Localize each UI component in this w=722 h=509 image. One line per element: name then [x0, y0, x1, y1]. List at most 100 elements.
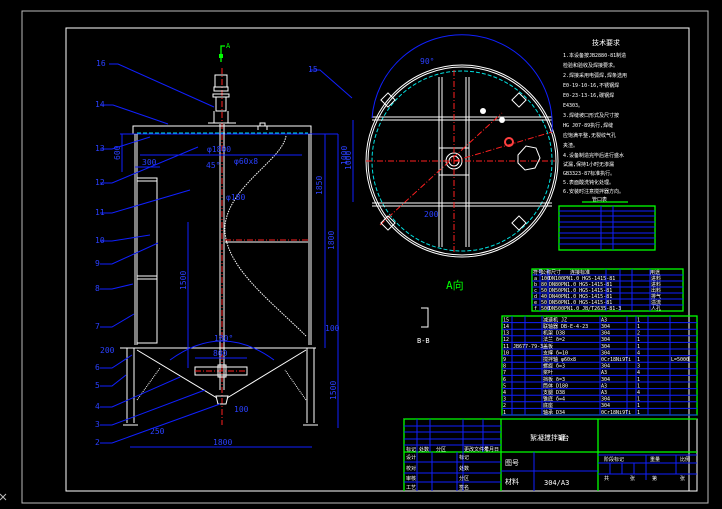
parts-cell: 0Cr18Ni9Ti: [601, 357, 631, 363]
nozzle-cell: DN100PN1.0 HG5-1415-81: [549, 276, 615, 282]
parts-cell: 304: [601, 397, 610, 403]
parts-cell: 8: [503, 364, 506, 370]
parts-cell: 304: [601, 344, 610, 350]
col-header: 标记: [406, 446, 416, 453]
role-label: 设计: [406, 454, 416, 461]
title-block: 絮凝搅拌罐 1台 图号 材料 304/A3 标记 处数 分区 更改文件号 年月日…: [403, 418, 698, 492]
leader-label: 12: [95, 178, 105, 187]
nozzle-cell: e: [534, 300, 537, 306]
support-legs: [126, 348, 315, 423]
parts-cell: L=5000: [671, 357, 689, 363]
parts-cell: 盖板: [543, 343, 553, 350]
role-label: 标记: [459, 454, 469, 461]
tank-plan-view-a: 1000 200 90° A向: [344, 34, 559, 292]
nozzle-table-border: [531, 268, 684, 312]
dim-1800-v: 1800: [327, 231, 336, 250]
leader-label: 13: [95, 144, 105, 153]
nozzle-table-title: 管口表: [592, 196, 607, 203]
parts-cell: 13: [503, 331, 509, 337]
parts-cell: 支腿 D38: [543, 389, 565, 396]
parts-cell: 304: [601, 350, 610, 356]
nozzle-summary-table: 管口表: [558, 196, 656, 251]
parts-cell: 螺旋 δ=3: [543, 363, 565, 370]
helical-ribbon: [224, 135, 307, 337]
parts-cell: 1: [637, 377, 640, 383]
leader-label: 3: [95, 420, 100, 429]
parts-cell: 6: [503, 377, 506, 383]
dim-1850: 1850: [315, 176, 324, 195]
dim-plan-90: 90°: [420, 57, 434, 66]
nozzle-header: 公称尺寸: [541, 269, 561, 276]
note-line: E0-19-10-16,不锈钢焊: [563, 82, 619, 89]
scale-header: 比例: [680, 456, 690, 463]
dim-250: 250: [150, 427, 165, 436]
dim-180deg: 180°: [214, 334, 233, 343]
nozzle-cell: 40: [541, 294, 547, 300]
parts-cell: 304: [601, 403, 610, 409]
nozzle-cell: b: [534, 282, 537, 288]
note-line: 2.焊接采用电弧焊,焊条选用: [563, 72, 627, 79]
parts-cell: JB677-79-3: [513, 344, 543, 350]
note-line: 4.设备制造完毕后进行盛水: [563, 152, 624, 159]
note-line: GB3323-87标准执行。: [563, 170, 615, 177]
dim-diameter: φ1800: [207, 145, 231, 154]
parts-cell: 11: [503, 344, 509, 350]
sheet-label: 张: [680, 475, 685, 482]
parts-cell: 1: [637, 344, 640, 350]
parts-cell: 304: [601, 331, 610, 337]
nozzle-cell: DN40PN1.0 HG5-1415-81: [549, 294, 612, 300]
sheet-label: 张: [630, 475, 635, 482]
parts-cell: 法兰 δ=2: [543, 336, 565, 343]
parts-cell: 304: [601, 324, 610, 330]
note-line: 试漏,保持1小时无渗漏: [563, 161, 614, 168]
note-line: E4303。: [563, 103, 583, 109]
sheet-label: 第: [652, 475, 657, 482]
note-line: 5.表面酸洗钝化处理。: [563, 179, 614, 186]
dim-100-bottom: 100: [234, 405, 249, 414]
parts-cell: 底座: [543, 402, 553, 409]
part-leaders: 16 15 14 13 12 11 10 9 8 7 6 5 4 3 2 1: [95, 59, 353, 447]
leader-label: 9: [95, 259, 100, 268]
nozzle-cell: 进料: [651, 281, 661, 288]
nozzle-cell: 50: [541, 288, 547, 294]
parts-cell: 4: [637, 390, 640, 396]
parts-cell: 10: [503, 350, 509, 356]
nozzle-cell: c: [534, 288, 537, 294]
dim-bottom-width: 1800: [213, 438, 232, 447]
parts-cell: 挡板 δ=3: [543, 376, 565, 383]
dim-180: φ180: [226, 193, 245, 202]
parts-cell: 搅拌轴 φ60x8: [543, 356, 576, 363]
drawing-qty: 1台: [558, 433, 569, 442]
leader-label: 10: [95, 236, 105, 245]
parts-cell: 304: [601, 364, 610, 370]
note-line: 应饱满平整,无裂纹气孔: [563, 132, 616, 139]
nozzle-cell: 500: [541, 306, 550, 312]
parts-cell: 轴承 D34: [543, 409, 565, 416]
parts-cell: A3: [601, 383, 607, 389]
section-label: A: [226, 42, 231, 50]
parts-cell: 桨叶: [543, 369, 553, 376]
note-line: 6.安装时注意搅拌器方向。: [563, 188, 624, 195]
material-value: 304/A3: [544, 479, 569, 487]
col-header: 年月日: [484, 446, 499, 453]
dim-1500-left: 1500: [179, 271, 188, 290]
parts-cell: 1: [637, 403, 640, 409]
parts-cell: 2: [503, 403, 506, 409]
parts-cell: 1: [637, 383, 640, 389]
leader-label: 4: [95, 402, 100, 411]
col-header: 处数: [419, 446, 429, 453]
tank-elevation: φ1800 300 600 φ60x8 45° φ180 1850 1000 1…: [95, 59, 353, 448]
parts-cell: 2: [637, 331, 640, 337]
parts-cell: 1: [637, 410, 640, 416]
parts-list-row: 2 底座 304 1: [503, 402, 640, 409]
dim-plan-200: 200: [424, 210, 439, 219]
dim-1500-right: 1500: [329, 381, 338, 400]
nozzle-header: 连接标准: [570, 269, 590, 276]
